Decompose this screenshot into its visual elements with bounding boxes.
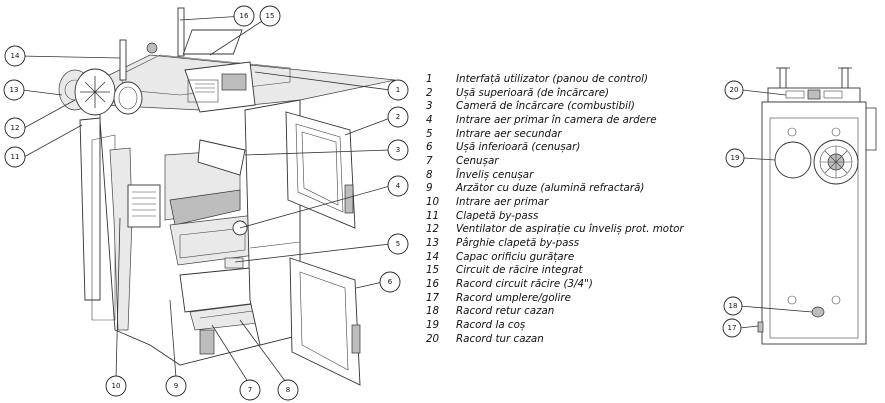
callout-11: 11 bbox=[4, 146, 26, 168]
legend-number: 6 bbox=[426, 141, 433, 153]
legend-number: 20 bbox=[426, 333, 440, 345]
callouts-left: 16 15 14 13 12 11 1 2 3 4 5 6 10 9 7 8 bbox=[3, 5, 409, 401]
legend-text: Arzător cu duze (alumină refractară) bbox=[456, 182, 645, 194]
legend-text: Racord umplere/golire bbox=[456, 292, 571, 304]
legend-number: 16 bbox=[426, 278, 440, 290]
legend-number: 14 bbox=[426, 251, 440, 263]
svg-text:20: 20 bbox=[730, 86, 739, 94]
legend-text: Ușă superioară (de încărcare) bbox=[456, 87, 610, 99]
svg-text:2: 2 bbox=[396, 113, 400, 121]
legend-text: Capac orificiu gurățare bbox=[456, 251, 575, 263]
legend-text: Racord tur cazan bbox=[456, 333, 544, 345]
legend-text: Ventilator de aspirație cu înveliș prot.… bbox=[456, 223, 684, 235]
lower-door bbox=[289, 257, 361, 386]
svg-text:5: 5 bbox=[396, 240, 400, 248]
legend-number: 10 bbox=[426, 196, 440, 208]
svg-text:17: 17 bbox=[728, 324, 737, 332]
legend-number: 12 bbox=[426, 223, 440, 235]
svg-text:11: 11 bbox=[11, 153, 20, 161]
legend-text: Intrare aer primar în camera de ardere bbox=[456, 114, 657, 126]
callout-6: 6 bbox=[379, 271, 401, 293]
legend-number: 7 bbox=[426, 155, 433, 167]
legend-number: 4 bbox=[426, 114, 433, 126]
fan-assembly bbox=[58, 68, 143, 116]
callout-10: 10 bbox=[105, 375, 127, 397]
svg-text:1: 1 bbox=[396, 86, 400, 94]
legend-text: Racord la coș bbox=[456, 319, 526, 331]
legend-text: Intrare aer primar bbox=[456, 196, 549, 208]
upper-door bbox=[285, 111, 356, 229]
legend-text: Cenușar bbox=[456, 155, 499, 167]
legend-text: Cameră de încărcare (combustibil) bbox=[456, 100, 635, 112]
callout-17: 17 bbox=[722, 318, 742, 338]
leader-lines-right bbox=[739, 89, 813, 329]
legend-text: Intrare aer secundar bbox=[456, 128, 562, 140]
legend-number: 3 bbox=[426, 100, 433, 112]
legend-text: Clapetă by-pass bbox=[456, 210, 539, 222]
callout-7: 7 bbox=[239, 379, 261, 401]
legend-number: 2 bbox=[426, 87, 433, 99]
legend-text: Circuit de răcire integrat bbox=[456, 264, 583, 276]
legend-number: 8 bbox=[426, 169, 433, 181]
legend-number: 9 bbox=[426, 182, 433, 194]
svg-text:9: 9 bbox=[174, 382, 178, 390]
svg-text:10: 10 bbox=[112, 382, 121, 390]
legend-text: Ușă inferioară (cenușar) bbox=[456, 141, 581, 153]
callout-12: 12 bbox=[4, 117, 26, 139]
air-grille bbox=[127, 184, 161, 228]
legend-text: Pârghie clapetă by-pass bbox=[456, 237, 580, 249]
leader-lines bbox=[19, 15, 391, 386]
svg-text:3: 3 bbox=[396, 146, 400, 154]
control-panel bbox=[184, 61, 256, 113]
svg-text:16: 16 bbox=[240, 12, 249, 20]
legend-text: Interfață utilizator (panou de control) bbox=[456, 73, 648, 85]
legend-number: 19 bbox=[426, 319, 440, 331]
callout-19: 19 bbox=[725, 148, 745, 168]
legend-number: 11 bbox=[426, 210, 440, 222]
boiler-cutaway-drawing bbox=[58, 7, 396, 386]
callout-4: 4 bbox=[387, 175, 409, 197]
svg-text:8: 8 bbox=[286, 386, 290, 394]
svg-text:19: 19 bbox=[731, 154, 740, 162]
svg-text:4: 4 bbox=[396, 182, 401, 190]
legend-text: Înveliș cenușar bbox=[456, 169, 534, 181]
legend-number: 18 bbox=[426, 305, 440, 317]
callouts-right: 20 19 18 17 bbox=[722, 80, 745, 338]
svg-text:15: 15 bbox=[266, 12, 275, 20]
callout-15: 15 bbox=[259, 5, 281, 27]
svg-text:6: 6 bbox=[388, 278, 393, 286]
legend-number: 5 bbox=[426, 128, 433, 140]
callout-18: 18 bbox=[723, 296, 743, 316]
legend-text: Racord retur cazan bbox=[456, 305, 555, 317]
boiler-rear-view bbox=[757, 67, 877, 345]
callout-9: 9 bbox=[165, 375, 187, 397]
callout-14: 14 bbox=[4, 45, 26, 67]
legend-number: 13 bbox=[426, 237, 440, 249]
legend-text: Racord circuit răcire (3/4") bbox=[456, 278, 593, 290]
rear-fan-grille bbox=[813, 139, 859, 185]
svg-text:12: 12 bbox=[11, 124, 20, 132]
svg-text:18: 18 bbox=[729, 302, 738, 310]
svg-text:13: 13 bbox=[10, 86, 19, 94]
legend-number: 15 bbox=[426, 264, 440, 276]
legend-number: 17 bbox=[426, 292, 440, 304]
callout-5: 5 bbox=[387, 233, 409, 255]
callout-16: 16 bbox=[233, 5, 255, 27]
callout-1: 1 bbox=[387, 79, 409, 101]
callout-13: 13 bbox=[3, 79, 25, 101]
callout-20: 20 bbox=[724, 80, 744, 100]
legend-number: 1 bbox=[426, 73, 433, 85]
svg-text:7: 7 bbox=[248, 386, 252, 394]
callout-2: 2 bbox=[387, 106, 409, 128]
callout-3: 3 bbox=[387, 139, 409, 161]
svg-text:14: 14 bbox=[11, 52, 20, 60]
callout-8: 8 bbox=[277, 379, 299, 401]
